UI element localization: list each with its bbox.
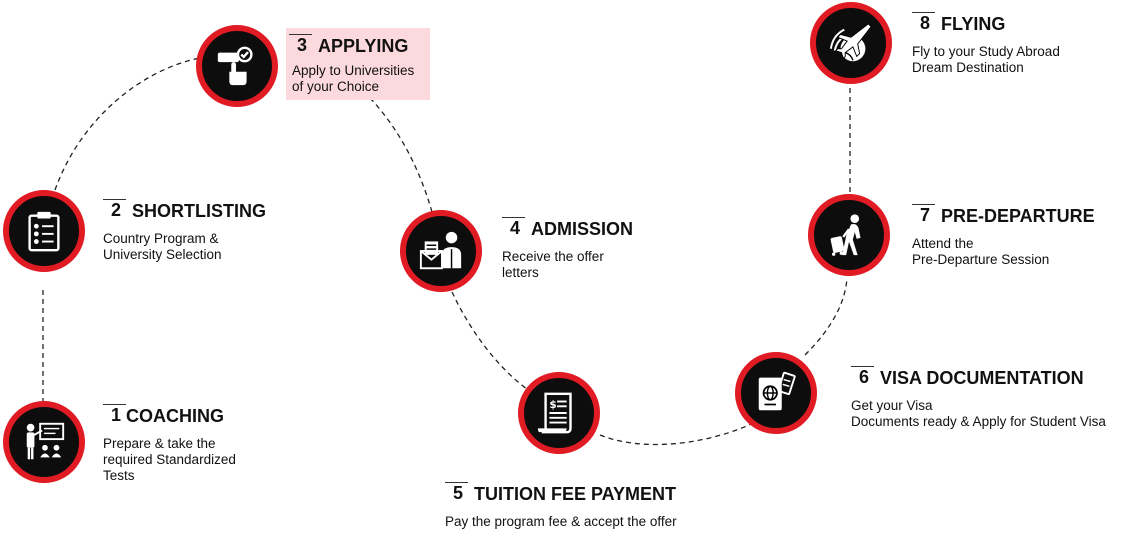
step-2-node — [3, 190, 85, 272]
step-title: PRE-DEPARTURE — [941, 206, 1095, 226]
step-description: Pay the program fee & accept the offer — [445, 514, 677, 529]
traveler-icon — [830, 214, 861, 256]
step-number: 7 — [912, 204, 935, 226]
step-number: 2 — [103, 199, 126, 221]
invoice-icon: $ — [537, 392, 572, 434]
step-number: 6 — [851, 366, 874, 388]
step-7: 7 PRE-DEPARTURE Attend the Pre-Departure… — [912, 204, 1095, 268]
step-8-node — [810, 2, 892, 84]
step-description: Receive the offer letters — [502, 249, 604, 280]
step-title: COACHING — [126, 406, 224, 426]
step-5-node: $ — [518, 372, 600, 454]
step-title: ADMISSION — [531, 219, 634, 239]
step-4-node — [400, 210, 482, 292]
step-1-node — [3, 401, 85, 483]
step-3: 3 APPLYING Apply to Universities of your… — [286, 28, 430, 100]
click-apply-icon — [217, 46, 253, 86]
step-number: 5 — [445, 482, 468, 504]
step-number: 3 — [289, 34, 312, 56]
svg-text:$: $ — [549, 399, 556, 411]
presentation-icon — [26, 422, 65, 460]
step-2: 2 SHORTLISTING Country Program & Univers… — [103, 199, 266, 263]
step-description: Apply to Universities of your Choice — [292, 63, 415, 94]
step-3-node — [196, 25, 278, 107]
offer-letter-icon — [419, 231, 462, 270]
step-number: 1 — [103, 404, 126, 426]
step-1: 1 COACHING Prepare & take the required S… — [103, 404, 236, 484]
step-description: Attend the Pre-Departure Session — [912, 236, 1050, 267]
step-6: 6 VISA DOCUMENTATION Get your Visa Docum… — [851, 366, 1106, 430]
airplane-globe-icon — [829, 23, 872, 62]
step-6-node — [735, 352, 817, 434]
step-5: 5 TUITION FEE PAYMENT Pay the program fe… — [445, 482, 677, 530]
clipboard-icon — [28, 211, 60, 252]
passport-icon — [758, 371, 796, 411]
step-title: TUITION FEE PAYMENT — [474, 484, 677, 504]
step-description: Get your Visa Documents ready & Apply fo… — [851, 398, 1106, 429]
step-title: APPLYING — [318, 36, 409, 56]
step-number: 4 — [502, 217, 525, 239]
step-title: FLYING — [941, 14, 1006, 34]
step-4: 4 ADMISSION Receive the offer letters — [502, 217, 633, 281]
step-description: Fly to your Study Abroad Dream Destinati… — [912, 44, 1060, 75]
step-8: 8 FLYING Fly to your Study Abroad Dream … — [912, 12, 1060, 76]
step-title: SHORTLISTING — [132, 201, 266, 221]
step-title: VISA DOCUMENTATION — [880, 368, 1084, 388]
step-7-node — [808, 194, 890, 276]
step-description: Prepare & take the required Standardized… — [103, 436, 236, 483]
step-number: 8 — [912, 12, 935, 34]
step-description: Country Program & University Selection — [103, 231, 222, 262]
